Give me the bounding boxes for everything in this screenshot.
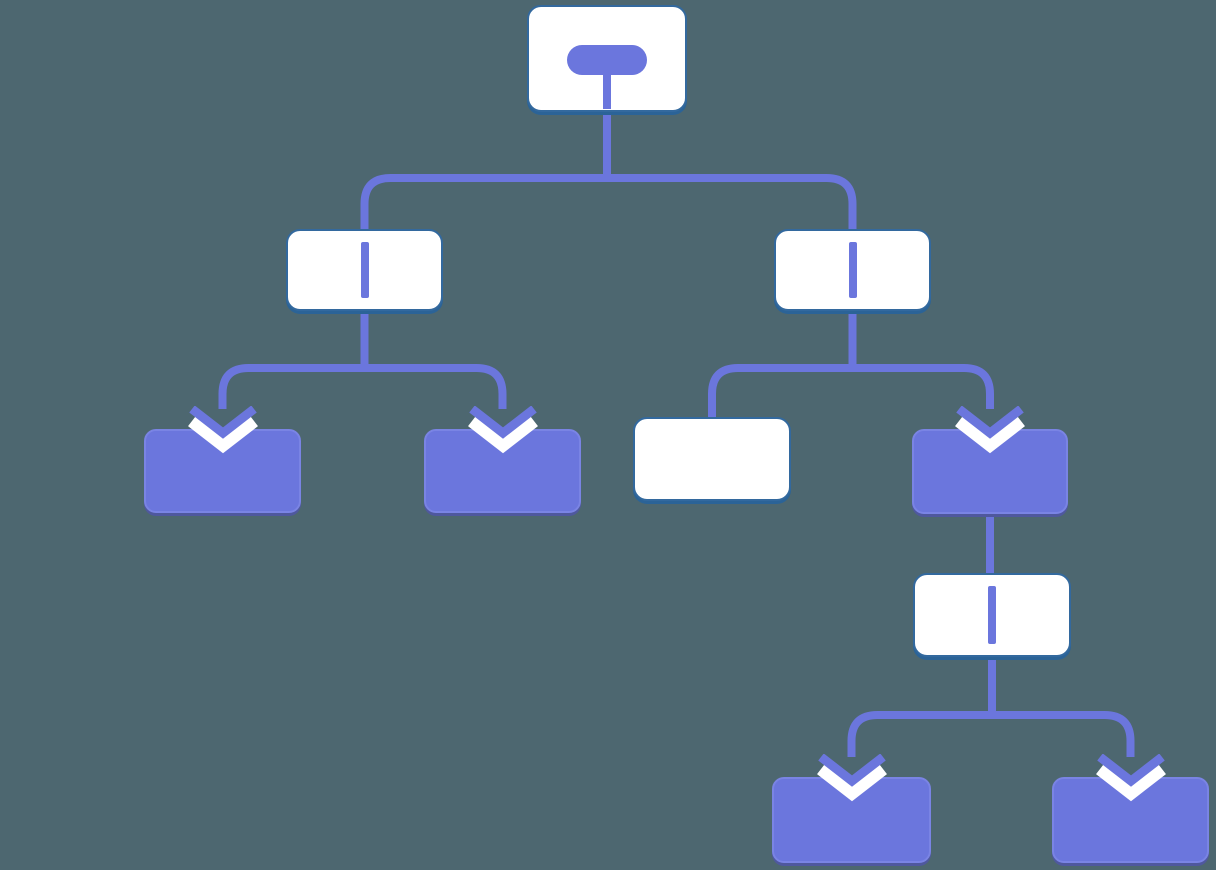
- chevron-down-icon: [187, 406, 258, 454]
- connector-line: [847, 653, 996, 757]
- connector-line: [360, 307, 507, 409]
- chevron-down-icon: [467, 406, 538, 454]
- chevron-down-icon: [816, 754, 887, 802]
- chevron-down-icon: [955, 406, 1025, 454]
- node-branch-bottom[interactable]: [913, 573, 1071, 657]
- root-pill-icon: [567, 44, 647, 109]
- node-branch-left[interactable]: [286, 229, 443, 311]
- node-branch-right[interactable]: [774, 229, 931, 311]
- connector-line: [218, 307, 369, 409]
- connector-line: [988, 653, 1135, 757]
- chevron-down-icon: [1095, 754, 1166, 802]
- vertical-bar-icon: [848, 242, 857, 298]
- node-leaf-3[interactable]: [633, 417, 791, 501]
- connector-line: [360, 108, 611, 235]
- connector-line: [603, 108, 857, 235]
- vertical-bar-icon: [360, 242, 369, 298]
- connector-line: [848, 307, 994, 409]
- connector-line: [708, 307, 857, 423]
- node-root[interactable]: [527, 5, 687, 112]
- vertical-bar-icon: [988, 586, 996, 644]
